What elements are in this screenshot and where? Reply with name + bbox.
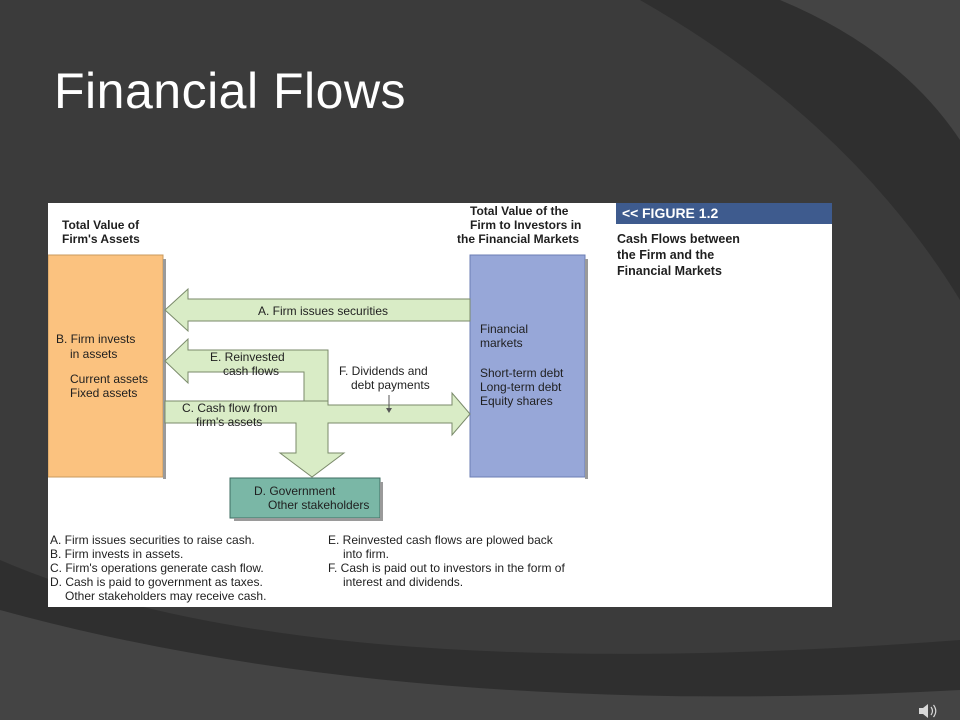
firm-assets-box-shadow <box>163 259 166 479</box>
figure-tag-prefix: << <box>622 205 639 221</box>
firm-assets-line2: in assets <box>70 347 117 361</box>
government-box-shadow-bottom <box>234 518 383 521</box>
speaker-icon[interactable] <box>918 702 940 720</box>
slide-title: Financial Flows <box>54 63 407 119</box>
government-line1: D. Government <box>254 484 336 498</box>
legend-d: D. Cash is paid to government as taxes. <box>50 575 263 589</box>
left-header-line2: Firm's Assets <box>62 232 140 246</box>
financial-markets-line5: Equity shares <box>480 394 553 408</box>
government-box <box>229 477 381 519</box>
arrow-f-pointer-head <box>386 408 392 413</box>
legend-f: F. Cash is paid out to investors in the … <box>328 561 565 575</box>
figure-caption: Cash Flows between the Firm and the Fina… <box>617 232 740 278</box>
financial-markets-line1: Financial <box>480 322 528 336</box>
financial-markets-box <box>469 254 586 478</box>
figure-tag: FIGURE 1.2 <box>642 205 719 221</box>
legend-e-cont: into firm. <box>343 547 389 561</box>
arrow-c-label-line2: firm's assets <box>196 415 262 429</box>
firm-assets-line1: B. Firm invests <box>56 332 135 346</box>
financial-markets-box-shadow <box>585 259 588 479</box>
arrow-e-label-line2: cash flows <box>223 364 279 378</box>
legend-c: C. Firm's operations generate cash flow. <box>50 561 264 575</box>
right-header-line1: Total Value of the <box>470 204 569 218</box>
financial-markets-line4: Long-term debt <box>480 380 562 394</box>
arrow-c-f <box>164 391 471 478</box>
firm-assets-line4: Fixed assets <box>70 386 137 400</box>
left-header-line1: Total Value of <box>62 218 140 232</box>
arrow-a-label: A. Firm issues securities <box>258 304 388 318</box>
firm-assets-box <box>48 254 164 478</box>
firm-assets-line3: Current assets <box>70 372 148 386</box>
government-box-shadow <box>380 482 383 521</box>
arrow-a <box>164 287 471 333</box>
financial-markets-line2: markets <box>480 336 523 350</box>
legend-d-cont: Other stakeholders may receive cash. <box>65 589 266 603</box>
arrow-e-label-line1: E. Reinvested <box>210 350 285 364</box>
government-line2: Other stakeholders <box>268 498 369 512</box>
legend-f-cont: interest and dividends. <box>343 575 463 589</box>
right-header-line2: Firm to Investors in <box>470 218 581 232</box>
arrow-f-label-line1: F. Dividends and <box>339 364 428 378</box>
legend-b: B. Firm invests in assets. <box>50 547 183 561</box>
financial-markets-line3: Short-term debt <box>480 366 564 380</box>
arrow-c-label-line1: C. Cash flow from <box>182 401 277 415</box>
figure-panel: Total Value of Firm's Assets Total Value… <box>48 203 832 607</box>
legend-e: E. Reinvested cash flows are plowed back <box>328 533 554 547</box>
figure-tag-bar <box>616 203 832 224</box>
legend-a: A. Firm issues securities to raise cash. <box>50 533 255 547</box>
right-header-line3: the Financial Markets <box>457 232 579 246</box>
cash-flow-diagram: Total Value of Firm's Assets Total Value… <box>48 204 588 603</box>
arrow-f-label-line2: debt payments <box>351 378 430 392</box>
